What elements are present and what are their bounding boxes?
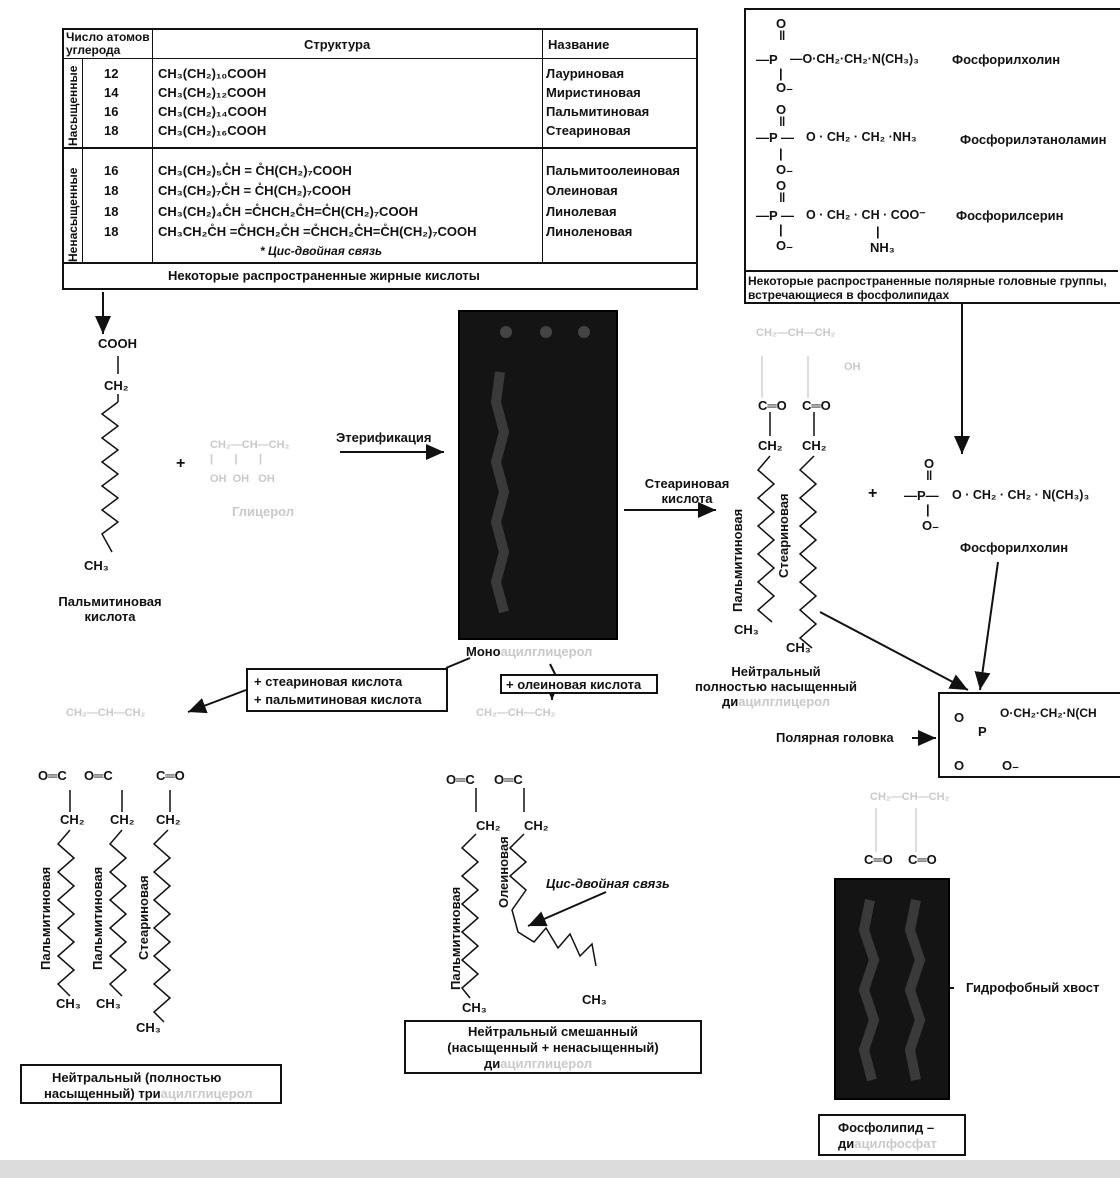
table-caption: Некоторые распространенные жирные кислот… (168, 268, 480, 283)
choline-name: Фосфорилхолин (952, 52, 1061, 67)
ethanolamine-formula: O · CH₂ · CH₂ ·NH₃ (806, 130, 917, 144)
tri-chain-2: Пальмитиновая (90, 866, 105, 970)
oleic-chain-oleic: Олеиновая (496, 836, 511, 908)
stearic-arrow-label: Стеариновая кислота (644, 476, 730, 506)
mono-label: Моно (466, 644, 501, 659)
esterification-label: Этерификация (336, 430, 432, 445)
oleic-caption: Нейтральный смешанный (насыщенный + нена… (404, 1020, 702, 1074)
diacyl-chain-palmitic: Пальмитиновая (730, 508, 745, 612)
serine-formula: O · CH₂ · CH · COO⁻ (806, 208, 926, 222)
phospholipid-model (834, 878, 950, 1100)
table-caption-divider (64, 262, 696, 264)
diacyl-chain-stearic: Стеариновая (776, 493, 791, 578)
phosphorylcholine-formula: O · CH₂ · CH₂ · N(CH₃)₃ (952, 488, 1090, 502)
polar-head-label: Полярная головка (776, 730, 894, 745)
glycerol-label: Глицерол (232, 504, 295, 519)
tri-chain-3: Стеариновая (136, 875, 151, 960)
table-header-divider (64, 58, 696, 59)
phospholipid-caption: Фосфолипид – диацилфосфат (818, 1114, 966, 1156)
header-carbon-count: Число атомов углерода (66, 30, 150, 57)
monoacylglycerol-model (458, 310, 618, 640)
cis-double-bond-label: Цис-двойная связь (546, 876, 670, 891)
hydrophobic-tail-label: Гидрофобный хвост (966, 980, 1100, 995)
polar-heads-caption: Некоторые распространенные полярные голо… (748, 274, 1107, 302)
choline-formula: —O·CH₂·CH₂·N(CH₃)₃ (790, 52, 919, 66)
cis-footnote: * Цис-двойная связь (260, 244, 383, 258)
palmitic-chain (100, 401, 120, 553)
header-name: Название (548, 37, 610, 52)
palmitic-cooh: COOH (98, 336, 137, 351)
phosphorylcholine-name: Фосфорилхолин (960, 540, 1069, 555)
fatty-acid-table: Число атомов углерода Структура Название… (62, 28, 698, 290)
tri-caption: Нейтральный (полностью насыщенный) триац… (20, 1064, 282, 1104)
tri-addition-box: + стеариновая кислота + пальмитиновая ки… (246, 668, 448, 712)
bottom-strip (0, 1160, 1120, 1178)
polar-head-box: O P O·CH₂·CH₂·N(CH O O₋ (938, 692, 1120, 778)
oleic-addition-box: + олеиновая кислота (500, 674, 658, 694)
serine-name: Фосфорилсерин (956, 208, 1064, 223)
palmitic-acid-label: Пальмитиновая кислота (58, 594, 162, 624)
tri-chain-1: Пальмитиновая (38, 866, 53, 970)
polar-heads-box: O ‖ —P —O·CH₂·CH₂·N(CH₃)₃ Фосфорилхолин … (744, 8, 1120, 304)
table-group-divider (64, 147, 696, 149)
header-structure: Структура (304, 37, 371, 52)
diacyl-caption: Нейтральный полностью насыщенный диацилг… (694, 664, 858, 709)
oleic-chain-palmitic: Пальмитиновая (448, 886, 463, 990)
ethanolamine-name: Фосфорилэтаноламин (960, 132, 1107, 147)
